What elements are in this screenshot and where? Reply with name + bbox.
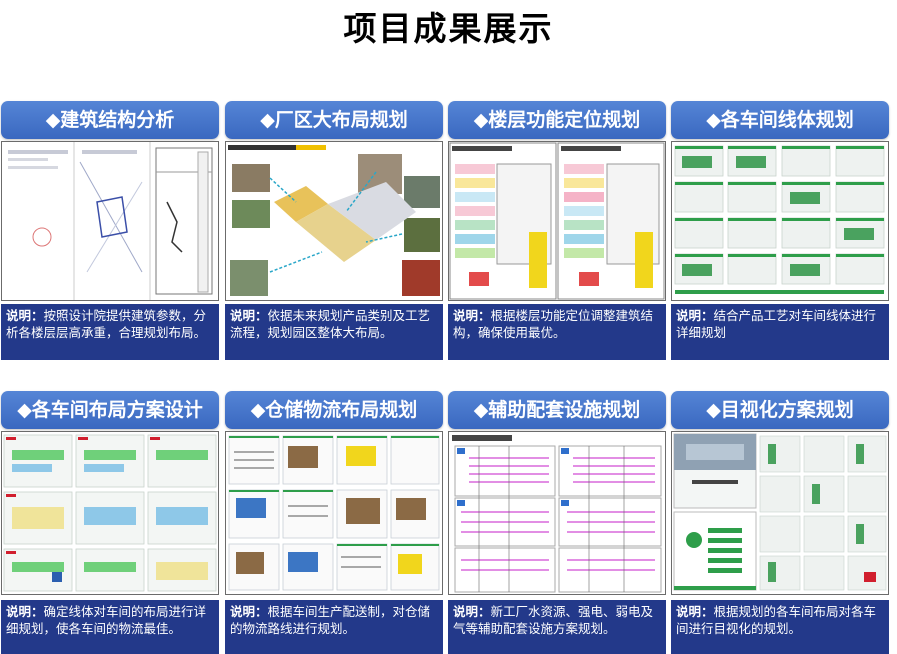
structure-drawings-image bbox=[1, 141, 219, 301]
card-line-planning[interactable]: ◆各车间线体规划 说明：结合产品工艺对车间线体进行详细规划 bbox=[671, 101, 889, 360]
card-description: 说明：按照设计院提供建筑参数，分析各楼层层高承重，合理规划布局。 bbox=[1, 304, 219, 360]
card-description: 说明：根据车间生产配送制，对仓储的物流路线进行规划。 bbox=[225, 600, 443, 654]
auxiliary-facilities-image bbox=[448, 431, 666, 595]
card-floor-function[interactable]: ◆楼层功能定位规划 bbox=[448, 101, 666, 360]
page-title: 项目成果展示 bbox=[343, 9, 554, 48]
plant-layout-image bbox=[225, 141, 443, 301]
card-title: ◆各车间线体规划 bbox=[671, 101, 889, 139]
warehouse-logistics-image bbox=[225, 431, 443, 595]
card-title: ◆仓储物流布局规划 bbox=[225, 391, 443, 429]
card-description: 说明：确定线体对车间的布局进行详细规划，使各车间的物流最佳。 bbox=[1, 600, 219, 654]
visual-management-image bbox=[671, 431, 889, 595]
card-title: ◆厂区大布局规划 bbox=[225, 101, 443, 139]
card-title: ◆楼层功能定位规划 bbox=[448, 101, 666, 139]
card-warehouse-logistics[interactable]: ◆仓储物流布局规划 说明：根据车间生产配送制，对仓储的物流路线进行规划。 bbox=[225, 391, 443, 654]
card-description: 说明：根据规划的各车间布局对各车间进行目视化的规划。 bbox=[671, 600, 889, 654]
card-auxiliary-facilities[interactable]: ◆辅助配套设施规划 说明：新工厂水资源、强电、弱电及气等辅助配套设施方案规划。 bbox=[448, 391, 666, 654]
card-title: ◆目视化方案规划 bbox=[671, 391, 889, 429]
card-title: ◆辅助配套设施规划 bbox=[448, 391, 666, 429]
card-description: 说明：依据未来规划产品类别及工艺流程，规划园区整体大布局。 bbox=[225, 304, 443, 360]
card-description: 说明：根据楼层功能定位调整建筑结构，确保使用最优。 bbox=[448, 304, 666, 360]
auxiliary-facilities-graphic bbox=[449, 432, 665, 594]
card-title: ◆各车间布局方案设计 bbox=[1, 391, 219, 429]
card-plant-layout[interactable]: ◆厂区大布局规划 说明：依据未来规划产品类别及工艺流程，规划园区整体大布局。 bbox=[225, 101, 443, 360]
floor-function-graphic bbox=[449, 142, 665, 300]
structure-drawings-graphic bbox=[2, 142, 218, 300]
card-title: ◆建筑结构分析 bbox=[1, 101, 219, 139]
workshop-layout-image bbox=[1, 431, 219, 595]
workshop-layout-graphic bbox=[2, 432, 218, 594]
card-building-structure[interactable]: ◆建筑结构分析 说明：按照设计院提供建筑参数，分析各楼层层高承重，合理规划布局。 bbox=[1, 101, 219, 360]
floor-function-image bbox=[448, 141, 666, 301]
card-workshop-layout[interactable]: ◆各车间布局方案设计 说明：确定线体对车间的布局进行详细规划，使各车间的物流最佳… bbox=[1, 391, 219, 654]
line-planning-image bbox=[671, 141, 889, 301]
plant-layout-graphic bbox=[226, 142, 442, 300]
line-planning-graphic bbox=[672, 142, 888, 300]
visual-management-graphic bbox=[672, 432, 888, 594]
card-description: 说明：结合产品工艺对车间线体进行详细规划 bbox=[671, 304, 889, 360]
card-visual-management[interactable]: ◆目视化方案规划 说明：根据规划的各车间布局对各车间进行目视化的规划。 bbox=[671, 391, 889, 654]
card-description: 说明：新工厂水资源、强电、弱电及气等辅助配套设施方案规划。 bbox=[448, 600, 666, 654]
warehouse-logistics-graphic bbox=[226, 432, 442, 594]
